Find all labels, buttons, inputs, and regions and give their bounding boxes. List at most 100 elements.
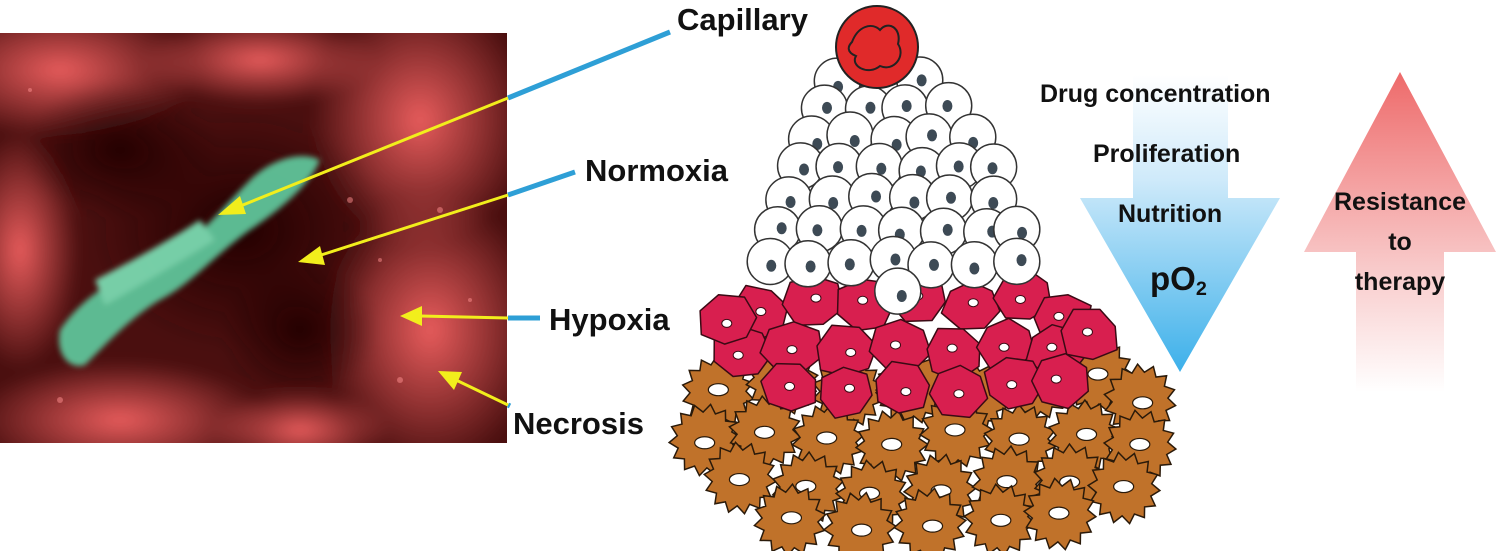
necrotic-cell-nucleus bbox=[694, 436, 716, 450]
hypoxic-cell-nucleus bbox=[946, 343, 958, 353]
normoxic-cell-nucleus bbox=[849, 134, 860, 147]
normoxic-cell-nucleus bbox=[799, 163, 810, 176]
hypoxic-cell-nucleus bbox=[721, 318, 733, 328]
normoxic-cell-nucleus bbox=[942, 223, 953, 236]
necrotic-cell-nucleus bbox=[881, 437, 903, 451]
necrotic-cell-nucleus bbox=[1075, 427, 1098, 442]
normoxic-cell-nucleus bbox=[988, 196, 999, 209]
hypoxic-cell-nucleus bbox=[857, 295, 869, 305]
normoxic-cell-nucleus bbox=[865, 101, 876, 114]
label-drug-concentration: Drug concentration bbox=[1040, 80, 1271, 108]
label-capillary: Capillary bbox=[677, 2, 808, 37]
normoxic-cell-nucleus bbox=[856, 224, 867, 237]
normoxic-cell bbox=[874, 267, 922, 315]
hypoxic-cell-nucleus bbox=[1053, 311, 1065, 321]
normoxic-cell-nucleus bbox=[871, 190, 882, 203]
necrotic-cell bbox=[822, 491, 898, 551]
po2-main-text: pO bbox=[1150, 260, 1196, 297]
normoxic-cell-nucleus bbox=[822, 101, 833, 114]
normoxic-cell-nucleus bbox=[929, 258, 940, 271]
normoxic-cell-nucleus bbox=[1016, 254, 1027, 267]
normoxic-cell-nucleus bbox=[776, 222, 787, 235]
necrotic-cell-nucleus bbox=[1132, 396, 1154, 410]
resistance-arrow bbox=[1304, 72, 1496, 392]
hypoxic-cell-nucleus bbox=[784, 381, 796, 391]
necrotic-cell-nucleus bbox=[707, 383, 729, 397]
normoxic-cell-nucleus bbox=[785, 196, 796, 209]
hypoxic-cell-nucleus bbox=[755, 307, 767, 317]
normoxic-cell-nucleus bbox=[812, 224, 823, 237]
necrotic-cell-nucleus bbox=[753, 425, 776, 439]
label-po2: pO2 bbox=[1150, 262, 1207, 300]
pointer-hypoxia bbox=[400, 306, 540, 326]
hypoxic-cell-nucleus bbox=[998, 342, 1010, 352]
label-resistance-line3: therapy bbox=[1354, 268, 1446, 296]
normoxic-cell-nucleus bbox=[927, 129, 938, 142]
normoxic-cell-nucleus bbox=[876, 162, 887, 175]
hypoxic-cell-nucleus bbox=[967, 298, 979, 308]
necrotic-cell-nucleus bbox=[728, 472, 751, 487]
decreasing-gradient-arrow bbox=[1080, 75, 1280, 372]
normoxic-cell-nucleus bbox=[901, 99, 912, 112]
hypoxic-cell-nucleus bbox=[732, 350, 744, 360]
normoxic-cell-nucleus bbox=[953, 160, 964, 173]
normoxic-cell-nucleus bbox=[828, 196, 839, 209]
label-proliferation: Proliferation bbox=[1093, 140, 1241, 168]
hypoxic-cell-nucleus bbox=[1006, 380, 1018, 390]
necrotic-cell bbox=[892, 487, 968, 551]
hypoxic-cell-nucleus bbox=[953, 389, 965, 399]
label-resistance-line2: to bbox=[1388, 228, 1412, 256]
pointer-normoxia bbox=[298, 169, 576, 265]
necrotic-cell-nucleus bbox=[1129, 437, 1151, 452]
normoxic-cell-nucleus bbox=[942, 100, 953, 113]
hypoxic-cell-nucleus bbox=[1014, 294, 1026, 304]
normoxic-cell-nucleus bbox=[833, 161, 844, 174]
hypoxic-cell-nucleus bbox=[890, 340, 902, 350]
normoxic-cell-nucleus bbox=[1017, 226, 1028, 239]
po2-subscript: 2 bbox=[1195, 277, 1207, 300]
label-normoxia: Normoxia bbox=[585, 153, 728, 188]
hypoxic-cell-nucleus bbox=[810, 293, 822, 303]
necrotic-cell-nucleus bbox=[816, 431, 838, 445]
normoxic-cell-nucleus bbox=[987, 162, 998, 175]
normoxic-cell-nucleus bbox=[890, 253, 901, 266]
hypoxic-cell-layer bbox=[699, 267, 1118, 419]
necrotic-cell-nucleus bbox=[996, 475, 1018, 489]
hypoxic-cell-nucleus bbox=[786, 345, 798, 355]
normoxic-cell-nucleus bbox=[945, 191, 956, 204]
necrotic-cell-nucleus bbox=[921, 519, 944, 533]
hypoxic-cell bbox=[875, 360, 931, 414]
necrotic-cell-nucleus bbox=[1113, 479, 1135, 494]
necrotic-cell-nucleus bbox=[850, 523, 873, 537]
necrotic-cell-nucleus bbox=[990, 513, 1012, 527]
normoxic-cell-nucleus bbox=[844, 258, 855, 271]
necrotic-cell-nucleus bbox=[944, 423, 966, 437]
normoxic-cell-nucleus bbox=[805, 260, 816, 273]
pointer-necrosis bbox=[438, 371, 512, 409]
label-hypoxia: Hypoxia bbox=[549, 302, 670, 337]
label-necrosis: Necrosis bbox=[513, 406, 644, 441]
necrotic-cell-nucleus bbox=[1048, 506, 1070, 520]
hypoxic-cell-nucleus bbox=[844, 383, 856, 393]
normoxic-cell-layer bbox=[746, 56, 1041, 315]
hypoxic-cell-nucleus bbox=[900, 387, 912, 397]
necrotic-cell-nucleus bbox=[1087, 367, 1109, 381]
normoxic-cell-nucleus bbox=[896, 290, 907, 303]
hypoxic-cell-nucleus bbox=[1050, 374, 1062, 384]
hypoxic-cell bbox=[819, 366, 873, 419]
capillary-vessel bbox=[835, 5, 919, 89]
necrotic-cell-nucleus bbox=[780, 511, 803, 525]
normoxic-cell-nucleus bbox=[891, 138, 902, 151]
hypoxic-cell-nucleus bbox=[845, 347, 857, 357]
normoxic-cell-nucleus bbox=[969, 262, 980, 275]
hypoxic-cell-nucleus bbox=[1081, 327, 1093, 337]
micrograph-image bbox=[0, 33, 507, 443]
normoxic-cell-nucleus bbox=[916, 74, 927, 87]
necrotic-cell-nucleus bbox=[1008, 432, 1030, 446]
pointer-capillary bbox=[218, 29, 671, 215]
label-resistance-line1: Resistance bbox=[1333, 188, 1467, 216]
hypoxic-cell-nucleus bbox=[1046, 342, 1058, 352]
label-nutrition: Nutrition bbox=[1118, 200, 1223, 228]
